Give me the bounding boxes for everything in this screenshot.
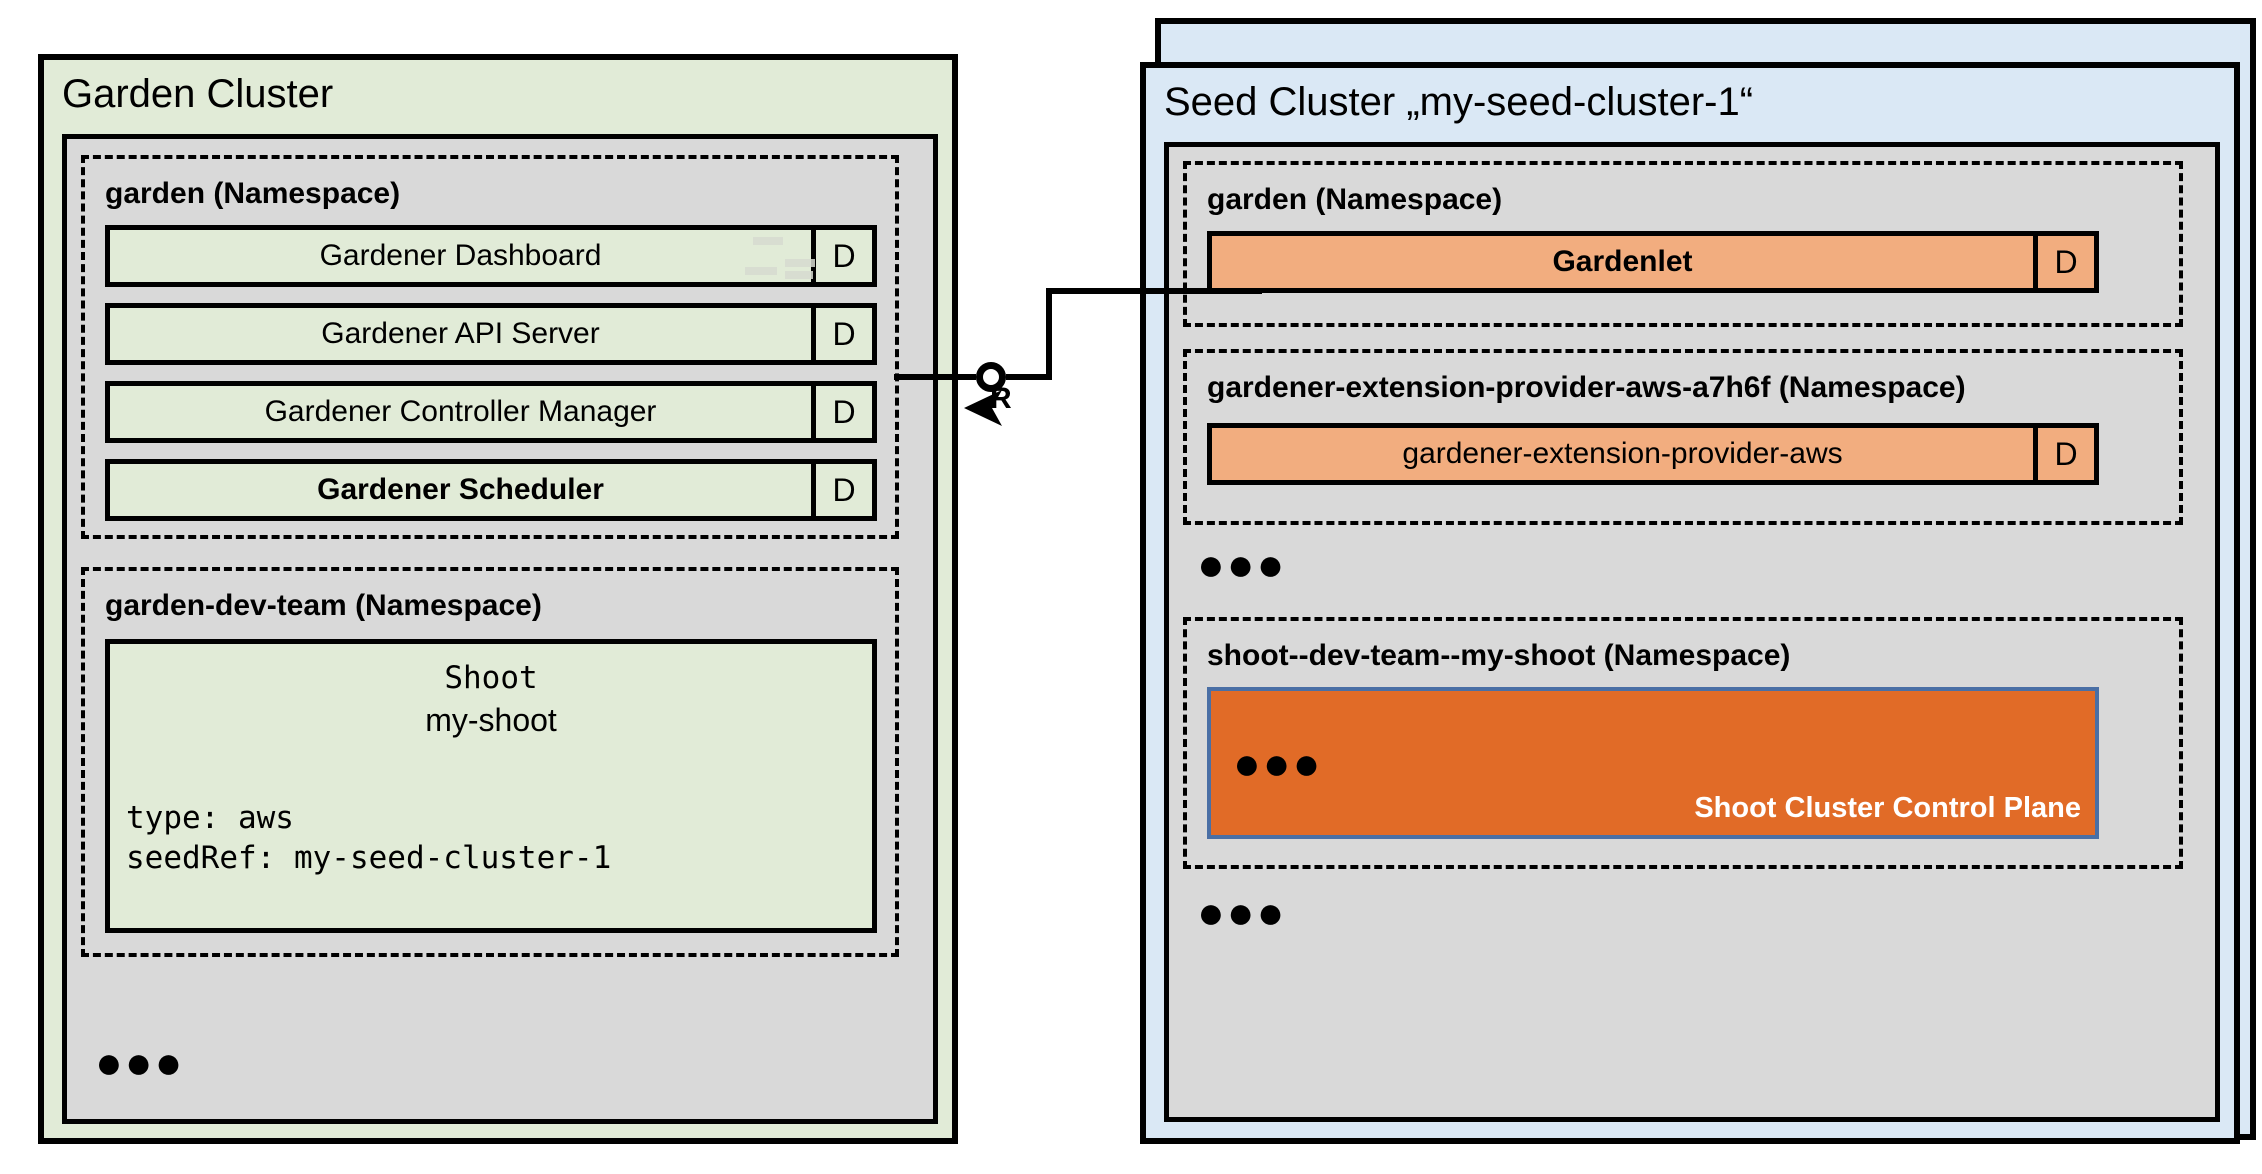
scan-artifact (753, 237, 783, 245)
connector-segment-mid (1006, 374, 1052, 380)
namespace-garden-title: garden (Namespace) (105, 177, 401, 210)
shoot-name: my-shoot (425, 702, 557, 738)
scan-artifact (785, 259, 815, 267)
garden-cluster-node-panel: garden (Namespace) Gardener Dashboard D … (62, 134, 938, 1124)
component-gardenlet-label: Gardenlet (1212, 236, 2033, 288)
shoot-cluster-control-plane[interactable]: ●●● Shoot Cluster Control Plane (1207, 687, 2099, 839)
connector-label: R (990, 382, 1012, 415)
seed-namespace-extension-provider-aws-title: gardener-extension-provider-aws-a7h6f (N… (1207, 371, 1966, 404)
deployment-badge: D (811, 464, 872, 516)
seed-namespace-garden-title: garden (Namespace) (1207, 183, 1503, 216)
deployment-badge: D (2033, 428, 2094, 480)
connector-socket (976, 362, 1006, 392)
shoot-spec: type: aws seedRef: my-seed-cluster-1 (126, 800, 612, 876)
component-gardener-controller-manager[interactable]: Gardener Controller Manager D (105, 381, 877, 443)
component-gardener-api-server[interactable]: Gardener API Server D (105, 303, 877, 365)
shoot-kind: Shoot (444, 660, 538, 696)
component-gardener-dashboard-label: Gardener Dashboard (110, 230, 811, 282)
seed-cluster-more-ellipsis-bottom: ●●● (1197, 886, 1287, 938)
seed-namespace-extension-provider-aws: gardener-extension-provider-aws-a7h6f (N… (1183, 349, 2183, 525)
component-gardenlet[interactable]: Gardenlet D (1207, 231, 2099, 293)
seed-namespace-shoot-dev-team-my-shoot: shoot--dev-team--my-shoot (Namespace) ●●… (1183, 617, 2183, 869)
deployment-badge: D (811, 308, 872, 360)
connector-segment-riser (1046, 288, 1052, 380)
deployment-badge: D (811, 386, 872, 438)
component-gardener-scheduler[interactable]: Gardener Scheduler D (105, 459, 877, 521)
namespace-garden: garden (Namespace) Gardener Dashboard D … (81, 155, 899, 539)
component-gardener-scheduler-label: Gardener Scheduler (110, 464, 811, 516)
scan-artifact (745, 267, 777, 275)
seed-namespace-garden: garden (Namespace) Gardenlet D (1183, 161, 2183, 327)
namespace-garden-dev-team: garden-dev-team (Namespace) Shoot my-sho… (81, 567, 899, 957)
shoot-resource-card[interactable]: Shoot my-shoot type: aws seedRef: my-see… (105, 639, 877, 933)
component-gardener-controller-manager-label: Gardener Controller Manager (110, 386, 811, 438)
seed-cluster-more-ellipsis-middle: ●●● (1197, 538, 1287, 590)
component-gardener-extension-provider-aws-label: gardener-extension-provider-aws (1212, 428, 2033, 480)
connector-arrowhead-icon (964, 390, 1002, 426)
garden-cluster: Garden Cluster garden (Namespace) Garden… (38, 54, 958, 1144)
component-gardener-dashboard[interactable]: Gardener Dashboard D (105, 225, 877, 287)
control-plane-label: Shoot Cluster Control Plane (1694, 792, 2081, 824)
control-plane-more-ellipsis: ●●● (1233, 737, 1323, 789)
seed-namespace-shoot-title: shoot--dev-team--my-shoot (Namespace) (1207, 639, 1791, 672)
seed-cluster: Seed Cluster „my-seed-cluster-1“ garden … (1140, 62, 2240, 1144)
connector-segment-left (894, 374, 976, 380)
garden-cluster-title: Garden Cluster (62, 72, 334, 116)
connector-segment-right (1046, 288, 1262, 294)
namespace-garden-dev-team-title: garden-dev-team (Namespace) (105, 589, 542, 622)
scan-artifact (785, 271, 813, 279)
deployment-badge: D (811, 230, 872, 282)
deployment-badge: D (2033, 236, 2094, 288)
component-gardener-api-server-label: Gardener API Server (110, 308, 811, 360)
seed-cluster-title: Seed Cluster „my-seed-cluster-1“ (1164, 80, 1754, 124)
seed-cluster-node-panel: garden (Namespace) Gardenlet D gardener-… (1164, 142, 2220, 1122)
component-gardener-extension-provider-aws[interactable]: gardener-extension-provider-aws D (1207, 423, 2099, 485)
garden-cluster-more-ellipsis: ●●● (95, 1036, 185, 1088)
